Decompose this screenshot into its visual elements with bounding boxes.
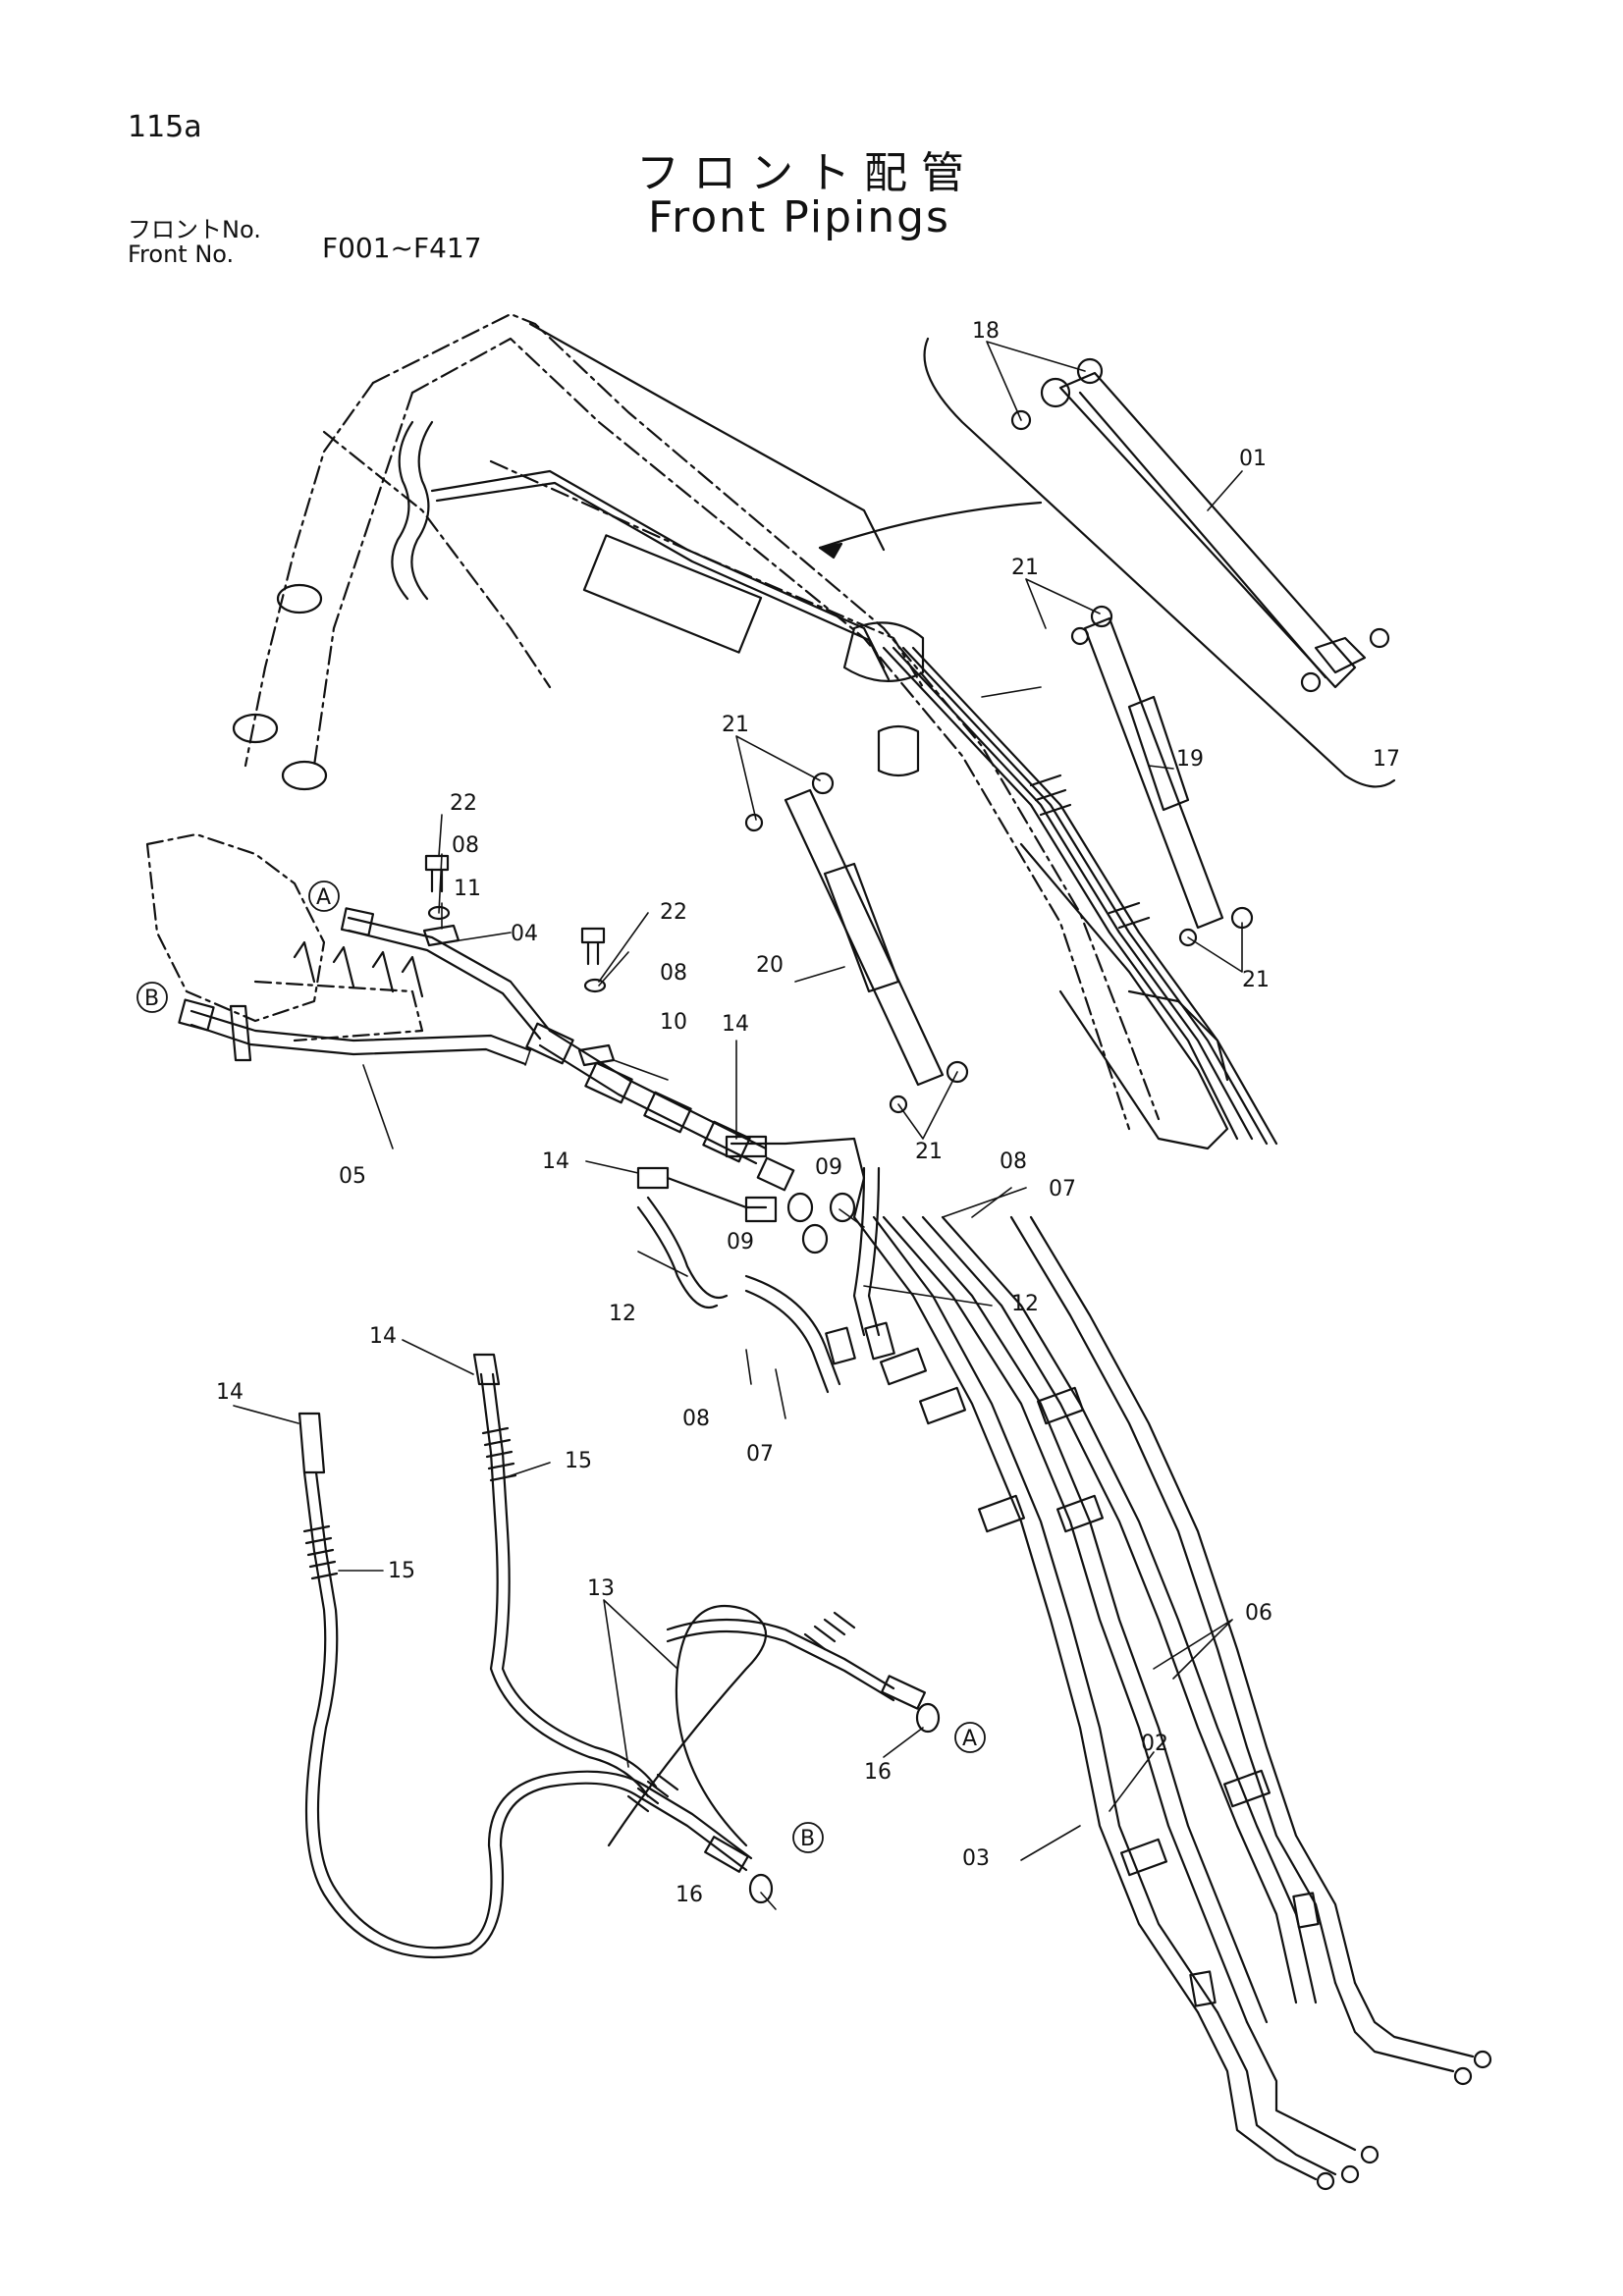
callout-13: 13: [587, 1576, 615, 1601]
bolts-washers: [422, 854, 616, 1067]
front-no-jp-label: フロントNo.: [128, 216, 261, 243]
reference-circles: [136, 881, 986, 1853]
callout-14-hose1: 14: [369, 1324, 397, 1349]
callout-14-mid: 14: [722, 1012, 749, 1037]
hose-ends-bottom-right: [1196, 1981, 1492, 2191]
callout-12-left: 12: [609, 1302, 636, 1326]
ref-b-left: B: [144, 987, 159, 1011]
callout-05: 05: [339, 1164, 366, 1189]
o-rings-16: [748, 1702, 941, 1904]
callout-08-mid: 08: [660, 961, 687, 986]
front-no-en-label: Front No.: [128, 240, 235, 268]
callout-16-right: 16: [864, 1760, 892, 1785]
callout-07-low: 07: [746, 1442, 774, 1467]
center-fittings: [636, 1135, 866, 1255]
inset-arrow: [818, 501, 1043, 560]
callout-06: 06: [1245, 1601, 1272, 1626]
callout-14-left: 14: [542, 1149, 569, 1174]
callout-10: 10: [660, 1010, 687, 1035]
hoses-12: [636, 1166, 895, 1394]
callout-21-low: 21: [915, 1140, 943, 1164]
hoses-13-15: [298, 1353, 927, 1959]
callout-08-low: 08: [682, 1407, 710, 1431]
title-japanese: フロント配管: [636, 148, 978, 198]
front-number-labels: フロントNo. Front No.: [128, 218, 261, 267]
callout-02: 02: [1141, 1732, 1168, 1756]
callout-09-top: 09: [815, 1155, 842, 1180]
pipes-06-02-03: [852, 1215, 1357, 2024]
boom-arm-outline: [243, 312, 1229, 1150]
callout-09-low: 09: [727, 1230, 754, 1255]
title-english: Front Pipings: [648, 192, 950, 242]
bucket-outline: [145, 583, 424, 1042]
callout-07-right: 07: [1049, 1177, 1076, 1201]
cylinder-19: [1070, 605, 1254, 947]
callout-01: 01: [1239, 447, 1267, 471]
callout-17: 17: [1373, 747, 1400, 772]
pipe-04-05: [178, 907, 795, 1192]
callout-21-right: 21: [1242, 968, 1270, 992]
callout-22-top: 22: [450, 791, 477, 816]
boom-coiled-hoses: [391, 420, 925, 682]
front-number-range: F001~F417: [322, 232, 482, 264]
callout-08-right: 08: [1000, 1149, 1027, 1174]
page-number: 115a: [128, 110, 202, 144]
callout-18: 18: [972, 319, 1000, 344]
callout-15-left: 15: [388, 1559, 415, 1583]
callout-12-right: 12: [1011, 1292, 1039, 1316]
inset-cylinder: [923, 337, 1396, 788]
callout-16-left: 16: [676, 1883, 703, 1907]
callout-14-hose2: 14: [216, 1380, 243, 1405]
leader-lines: [233, 341, 1243, 1910]
ref-a-left: A: [316, 885, 331, 910]
callout-22-mid: 22: [660, 900, 687, 925]
cylinder-20: [744, 724, 969, 1114]
callout-08-top: 08: [452, 833, 479, 858]
arm-pipes: [882, 646, 1278, 1146]
callout-20: 20: [756, 953, 784, 978]
callout-21-mid: 21: [722, 713, 749, 737]
callout-03: 03: [962, 1846, 990, 1871]
callout-04: 04: [511, 922, 538, 946]
callout-11: 11: [454, 877, 481, 901]
callout-19: 19: [1176, 747, 1204, 772]
ref-b-right: B: [800, 1827, 815, 1851]
callout-15-right: 15: [565, 1449, 592, 1473]
ref-a-right: A: [962, 1727, 977, 1751]
callout-21-top: 21: [1011, 556, 1039, 580]
